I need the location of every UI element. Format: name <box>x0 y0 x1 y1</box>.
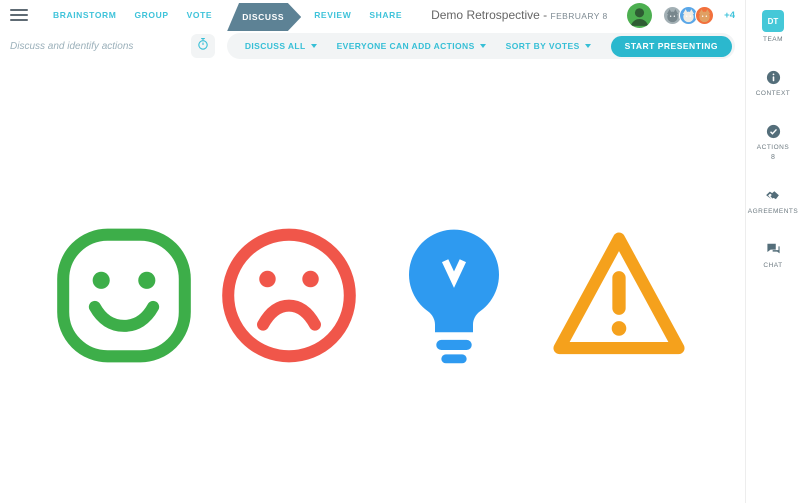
caret-down-icon <box>479 44 486 48</box>
dropdown-label: EVERYONE CAN ADD ACTIONS <box>336 41 475 51</box>
dropdown-sort-by-votes[interactable]: SORT BY VOTES <box>506 41 591 51</box>
nav-step-discuss[interactable]: DISCUSS <box>227 3 302 31</box>
sidebar-item-label: AGREEMENTS <box>747 208 799 215</box>
participant-avatars <box>627 2 715 28</box>
column-puzzles-us: What puzzles us?Unanswered questions we … <box>543 88 695 503</box>
dropdown-label: DISCUSS ALL <box>244 41 306 51</box>
phase-toolbar: Discuss and identify actions DISCUSS ALL… <box>0 30 745 62</box>
sidebar-item-label: CHAT <box>763 262 783 269</box>
info-icon <box>765 69 782 86</box>
caret-down-icon <box>584 44 591 48</box>
sidebar-item-label: ACTIONS <box>756 144 790 151</box>
column-went-well: What went well?Things we are happy about… <box>48 88 200 503</box>
stopwatch-icon <box>196 37 210 56</box>
handshake-icon <box>764 187 781 204</box>
retrospective-title: Demo Retrospective - FEBRUARY 8 <box>431 8 607 22</box>
warning-icon <box>543 88 695 503</box>
frown-icon <box>213 88 365 503</box>
main-area: BRAINSTORM GROUP VOTE DISCUSS REVIEW SHARE De… <box>0 0 745 503</box>
dropdown-group: DISCUSS ALL EVERYONE CAN ADD ACTIONS SORT … <box>245 41 611 51</box>
retro-date: FEBRUARY 8 <box>550 11 608 21</box>
sidebar-item-context[interactable]: CONTEXT <box>756 69 791 97</box>
column-went-less-well: What went less well?Things we should imp… <box>213 88 365 503</box>
lightbulb-icon <box>378 88 530 503</box>
avatar-overflow-count[interactable]: +4 <box>724 9 735 21</box>
dog-avatar[interactable] <box>679 5 699 25</box>
retro-name: Demo Retrospective <box>431 8 540 22</box>
phase-steps: BRAINSTORM GROUP VOTE DISCUSS REVIEW SHARE <box>44 0 411 31</box>
hamburger-menu-icon[interactable] <box>10 9 28 21</box>
nav-step-share[interactable]: SHARE <box>369 10 403 20</box>
column-try-next: What do we want to try next?Things we sh… <box>378 88 530 503</box>
caret-down-icon <box>310 44 317 48</box>
team-badge: DT <box>762 10 784 32</box>
dropdown-label: SORT BY VOTES <box>505 41 580 51</box>
retro-board: What went well?Things we are happy about… <box>0 62 745 503</box>
smiley-icon <box>48 88 200 503</box>
phase-subtitle: Discuss and identify actions <box>10 40 134 52</box>
dropdown-discuss-all[interactable]: DISCUSS ALL <box>245 41 317 51</box>
sidebar-item-count: 8 <box>771 154 775 161</box>
sidebar-item-team[interactable]: DT TEAM <box>762 10 784 43</box>
controls-pill: DISCUSS ALL EVERYONE CAN ADD ACTIONS SORT … <box>226 33 735 59</box>
nav-step-brainstorm[interactable]: BRAINSTORM <box>53 10 117 20</box>
sidebar-item-label: CONTEXT <box>755 90 791 97</box>
top-navbar: BRAINSTORM GROUP VOTE DISCUSS REVIEW SHARE De… <box>0 0 745 31</box>
title-separator: - <box>543 8 548 22</box>
dropdown-everyone-can-add-actions[interactable]: EVERYONE CAN ADD ACTIONS <box>337 41 486 51</box>
nav-step-review[interactable]: REVIEW <box>314 10 352 20</box>
sidebar-item-agreements[interactable]: AGREEMENTS <box>748 187 799 215</box>
start-presenting-button[interactable]: START PRESENTING <box>610 35 732 57</box>
fox-avatar[interactable] <box>695 5 715 25</box>
stopwatch-icon[interactable] <box>190 34 215 58</box>
sidebar-item-actions[interactable]: ACTIONS 8 <box>757 123 789 161</box>
nav-step-vote[interactable]: VOTE <box>186 10 213 20</box>
sidebar-item-label: TEAM <box>762 36 784 43</box>
chat-icon <box>765 241 782 258</box>
toolbar-controls: DISCUSS ALL EVERYONE CAN ADD ACTIONS SORT … <box>190 33 735 59</box>
check-circle-icon <box>765 123 782 140</box>
nav-step-group[interactable]: GROUP <box>134 10 169 20</box>
bearded-man-avatar[interactable] <box>627 2 653 28</box>
sidebar-item-chat[interactable]: CHAT <box>763 241 782 269</box>
